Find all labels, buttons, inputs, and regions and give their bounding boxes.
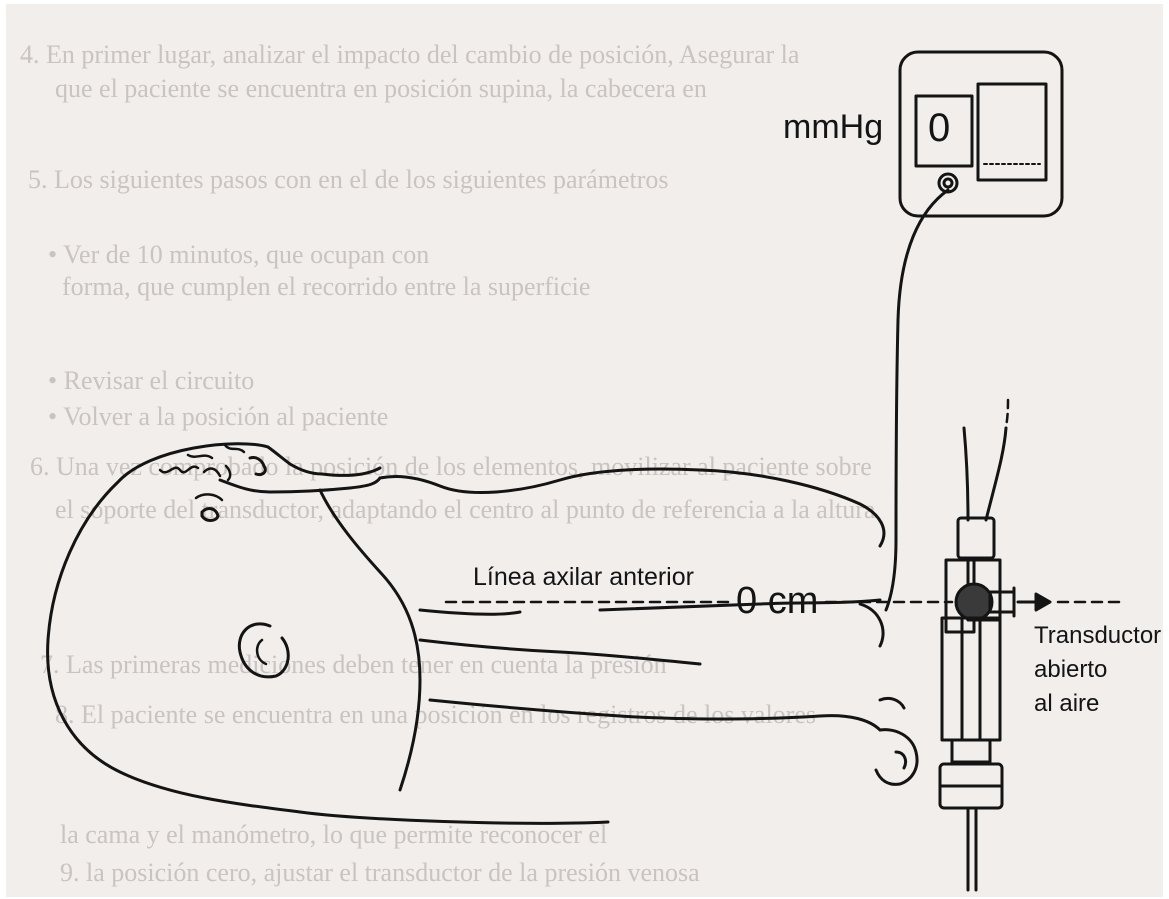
patient-hand [876,698,917,784]
drip-chamber [958,518,994,558]
patient-nose [250,457,265,474]
patient-face-profile [268,447,380,476]
patient-head [48,444,608,824]
patient-lips [204,466,230,480]
axillary-line-label: Línea axilar anterior [473,563,694,592]
stopcock-valve [956,584,992,620]
transducer-cable [886,190,948,610]
monitor-unit-label: mmHg [783,108,883,147]
transducer-caption-line: al aire [1034,690,1099,718]
stopcock-side-port [990,592,1014,612]
patient-shoulder [320,490,420,790]
monitor-housing [900,52,1062,216]
patient-eye [202,509,218,521]
patient-brow [196,494,222,500]
patient-forearm [430,700,880,730]
transducer-column [942,618,1000,740]
patient-figure [48,444,917,824]
pressure-monitor [900,52,1062,216]
zero-cm-label: 0 cm [736,580,818,623]
patient-hair [160,445,244,472]
patient-chin [220,478,380,492]
transducer-caption-line: abierto [1034,656,1107,684]
patient-knee [860,604,883,646]
patient-torso-top [380,469,884,546]
transducer-caption-line: Transductor [1034,622,1161,650]
iv-tubing-dash [1006,400,1008,428]
patient-ear-inner [257,640,266,664]
iv-tubing-lower [968,808,976,890]
patient-ear [239,624,288,677]
iv-tubing-upper [964,428,968,520]
monitor-screen [978,84,1046,180]
bottom-connector [952,740,990,762]
monitor-digit-value: 0 [928,106,950,151]
patient-arm-upper [420,610,700,664]
